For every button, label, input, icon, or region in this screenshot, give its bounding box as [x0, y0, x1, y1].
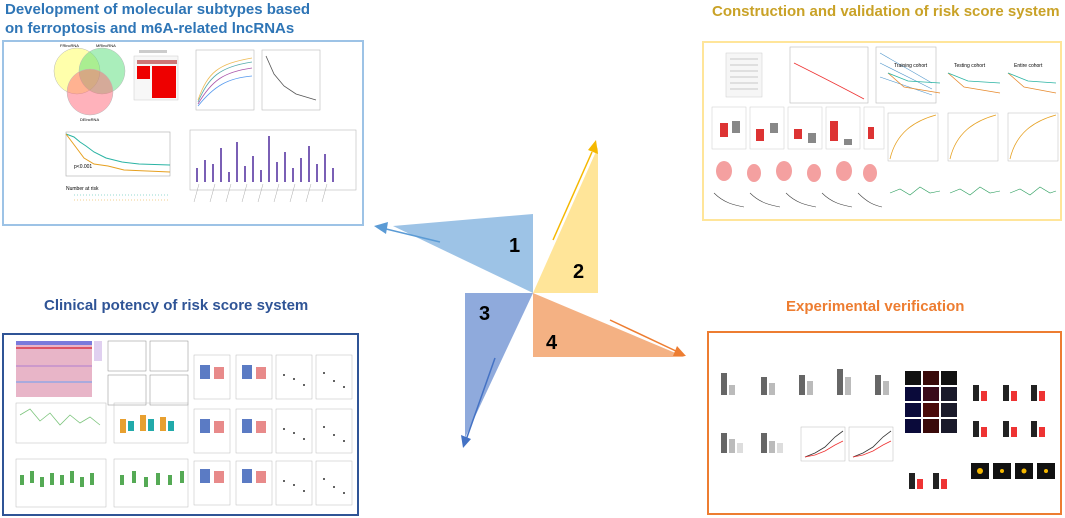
cohort-title-testing: Testing cohort	[954, 63, 986, 69]
clinical-heatmap	[16, 341, 102, 397]
lasso-plots	[789, 46, 937, 104]
proliferation-line-charts	[800, 426, 894, 462]
colony-images	[971, 463, 1055, 479]
step-number-3: 3	[479, 303, 491, 325]
km-risk-title: Number at risk	[66, 186, 99, 192]
pinwheel-blade-1	[374, 214, 533, 293]
ferroptosis-bar-charts	[909, 385, 1045, 489]
immune-boxplot	[189, 129, 357, 203]
panel-molecular-subtypes: FRlncRNA MRlncRNA DElncRNA	[2, 40, 364, 226]
step-number-2: 2	[573, 261, 585, 283]
panel-clinical-potency	[2, 333, 359, 516]
title-top-left: Development of molecular subtypes based …	[5, 1, 311, 37]
qpcr-bar-charts	[721, 369, 889, 453]
correlation-plots	[713, 192, 883, 208]
risk-scatter-plots	[889, 186, 1057, 196]
pinwheel-blade-2	[533, 140, 598, 293]
drug-sensitivity-boxplots	[15, 458, 189, 508]
roc-plots	[887, 112, 1059, 162]
step-number-1: 1	[509, 235, 521, 257]
panel-experimental-verification	[707, 331, 1062, 515]
venn-diagram: FRlncRNA MRlncRNA DElncRNA	[53, 43, 126, 122]
pinwheel-blade-3	[461, 293, 533, 448]
subgroup-boxplots	[193, 354, 273, 506]
venn-label-de: DElncRNA	[80, 117, 99, 122]
cohort-title-entire: Entire cohort	[1014, 63, 1043, 69]
expression-boxplots	[711, 106, 885, 150]
cdf-plot	[195, 49, 255, 111]
cohort-km-plots	[887, 72, 1057, 94]
gsea-plots	[107, 340, 189, 406]
scatter-correlation-plots	[275, 354, 353, 506]
title-bottom-right: Experimental verification	[786, 298, 965, 315]
venn-label-mr: MRlncRNA	[96, 43, 116, 48]
panel-risk-score-construction: Training cohort Testing cohort Entire co…	[702, 41, 1062, 221]
step-number-4: 4	[546, 332, 558, 354]
title-bottom-left: Clinical potency of risk score system	[44, 297, 309, 314]
venn-label-fr: FRlncRNA	[60, 43, 79, 48]
km-pvalue: p<0.001	[74, 164, 92, 170]
forest-plot	[725, 52, 763, 98]
fluorescence-images	[905, 371, 957, 433]
pinwheel-blade-4	[533, 293, 686, 357]
immune-checkpoint-boxplots	[15, 402, 189, 444]
consensus-heatmap	[133, 50, 179, 101]
violin-plots	[716, 161, 877, 182]
km-survival-plot: p<0.001 Number at risk	[65, 131, 171, 201]
delta-area-plot	[261, 49, 321, 111]
title-top-right: Construction and validation of risk scor…	[712, 3, 1060, 20]
cohort-title-training: Training cohort	[894, 63, 928, 69]
